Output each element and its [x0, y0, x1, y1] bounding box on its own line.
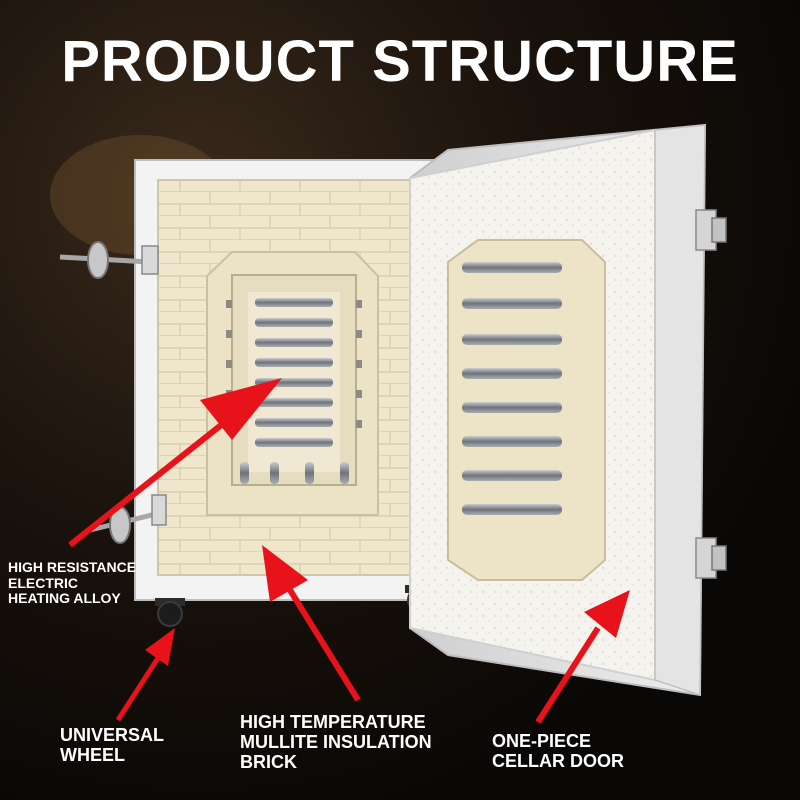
arrow-cellar-door — [535, 590, 630, 724]
inner-heating-coils — [240, 298, 349, 484]
arrow-heating-alloy — [68, 378, 282, 548]
callout-arrows — [68, 378, 630, 724]
door-hinge-bottom — [695, 537, 727, 579]
locking-handle-top — [59, 241, 159, 279]
label-heating-alloy: HIGH RESISTANCE ELECTRIC HEATING ALLOY — [8, 559, 137, 607]
page-title: PRODUCT STRUCTURE — [61, 29, 739, 94]
arrow-insulation-brick — [262, 545, 361, 702]
door-hinge-top — [695, 209, 727, 251]
furnace-body — [134, 159, 441, 601]
cellar-door — [409, 123, 727, 697]
arrow-universal-wheel — [115, 628, 175, 722]
label-universal-wheel: UNIVERSAL WHEEL — [60, 725, 165, 766]
door-heating-coils — [462, 262, 562, 515]
label-cellar-door: ONE-PIECE CELLAR DOOR — [492, 731, 624, 772]
locking-handle-bottom — [89, 494, 167, 544]
label-insulation-brick: HIGH TEMPERATURE MULLITE INSULATION BRIC… — [240, 712, 432, 773]
